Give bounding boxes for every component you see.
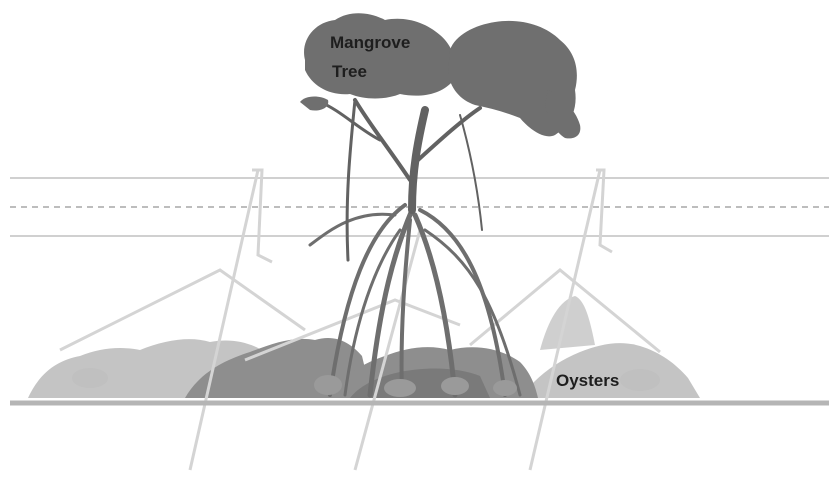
mangrove-tree-label-line2: Tree (332, 63, 367, 80)
oyster-cluster (72, 368, 108, 388)
guy-lines-left (60, 270, 305, 350)
oysters-label: Oysters (556, 372, 619, 389)
oyster-cluster (620, 369, 660, 391)
branch-left (355, 100, 410, 180)
oyster-cluster (314, 375, 342, 395)
oyster-cluster (441, 377, 469, 395)
stake-left (190, 170, 258, 470)
oyster-cluster (493, 380, 517, 396)
oyster-cluster (384, 379, 416, 397)
canopy-left (304, 13, 455, 98)
mangrove-tree-label-line1: Mangrove (330, 34, 410, 51)
aerial-root-right (460, 115, 482, 230)
stake-right (530, 170, 600, 470)
canopy-small-left (300, 96, 328, 110)
